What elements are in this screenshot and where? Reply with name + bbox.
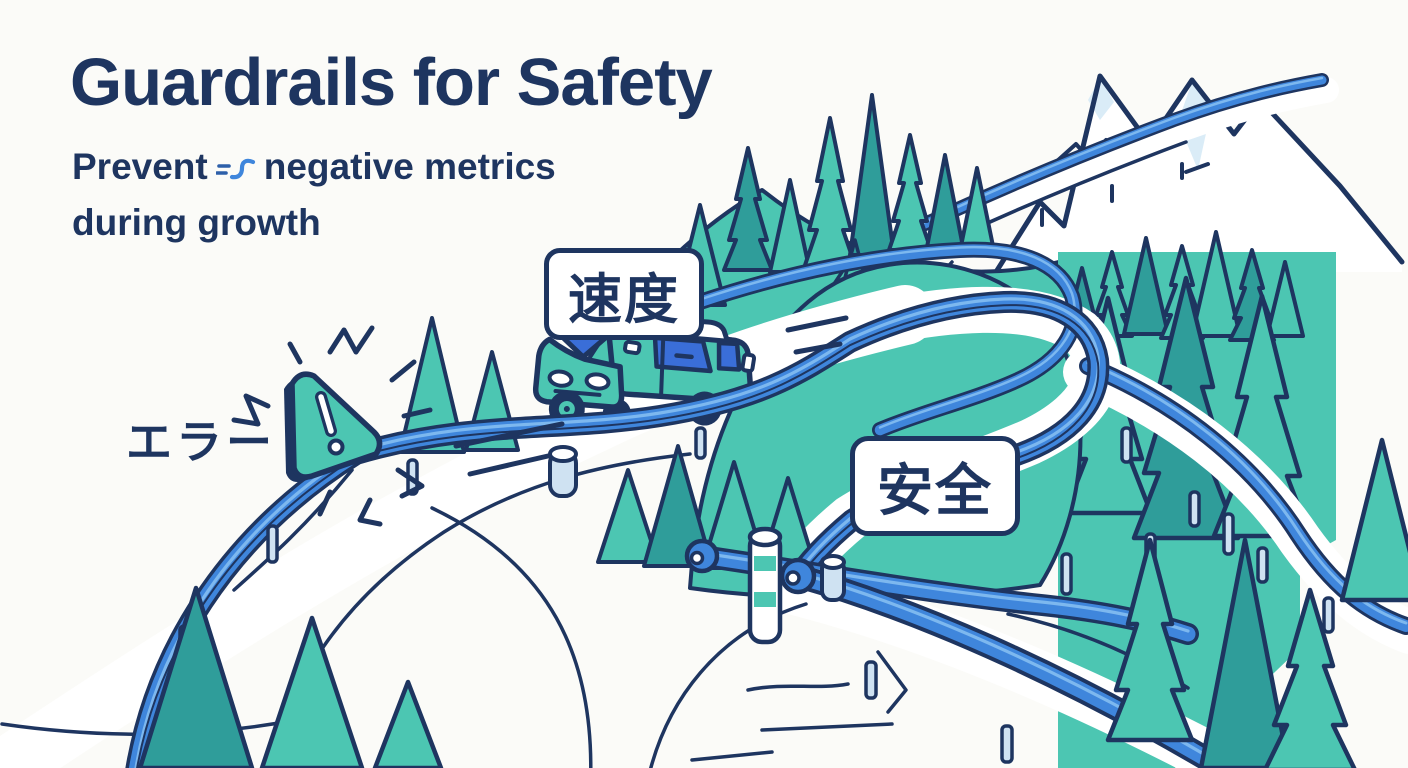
error-label: エラー [126, 416, 276, 468]
subtitle-text-before: Prevent [72, 146, 208, 187]
side-mirror [623, 339, 642, 356]
speed-sign: 速度 [544, 248, 704, 340]
guardrail-far [692, 241, 1083, 438]
safety-sign: 安全 [850, 436, 1020, 536]
trend-swoosh-icon [214, 143, 256, 196]
speed-lines [453, 315, 849, 477]
subtitle-text-line2: during growth [72, 202, 321, 243]
safety-sign-text: 安全 [877, 458, 993, 522]
speed-sign-text: 速度 [568, 269, 680, 330]
page-subtitle: Prevent negative metrics during growth [72, 140, 632, 249]
exclamation-dot [327, 438, 345, 456]
striped-gate-post [747, 526, 783, 645]
impact-sparks [231, 325, 433, 527]
headlight [547, 369, 574, 388]
foreground-trees [137, 437, 1408, 768]
guardrail-descent [1079, 357, 1408, 635]
subtitle-text-after: negative metrics [263, 146, 556, 187]
tail-light [740, 352, 757, 374]
headlight [584, 372, 611, 391]
road-cracks [690, 650, 908, 762]
page-title: Guardrails for Safety [70, 45, 713, 120]
warning-triangle-icon [231, 325, 433, 527]
car-rear-window [716, 340, 742, 372]
